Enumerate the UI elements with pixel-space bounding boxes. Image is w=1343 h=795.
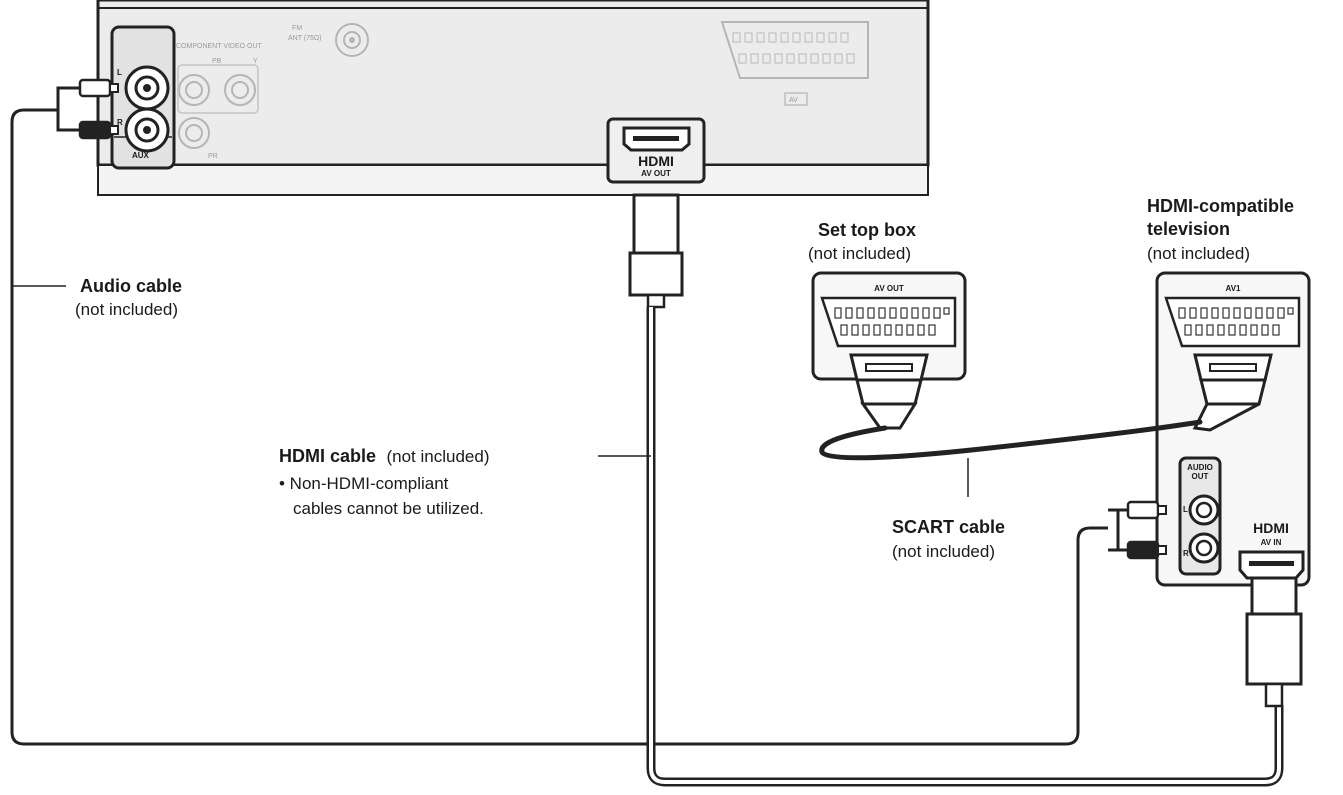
fm-ant-label: ANT (75Ω): [288, 35, 322, 42]
unit-av-label: AV: [789, 97, 798, 104]
fm-antenna-jack: FM ANT (75Ω): [288, 23, 369, 57]
audio-cable: [10, 78, 1167, 746]
hdmi-cable: [598, 193, 1303, 787]
unit-hdmi-av-out-port: HDMI AV OUT: [606, 117, 706, 184]
audio-cable-label: Audio cable (not included): [75, 276, 182, 319]
tv-audio-label-line1: AUDIO: [1187, 463, 1213, 472]
unit-hdmi-av-out-label: AV OUT: [641, 169, 671, 178]
audio-cable-title: Audio cable: [80, 276, 182, 296]
set-top-box: Set top box (not included) AV OUT: [808, 220, 967, 430]
scart-cable-note: (not included): [892, 542, 995, 561]
television: HDMI-compatible television (not included…: [1147, 196, 1311, 587]
tv-hdmi-av-in-label: AV IN: [1261, 538, 1282, 547]
scart-cable: [819, 419, 1203, 497]
tv-audio-out-jacks: AUDIO OUT L R: [1178, 456, 1222, 576]
tv-audio-l-label: L: [1183, 505, 1188, 514]
tv-audio-r-label: R: [1183, 549, 1189, 558]
tv-scart-pins: [1178, 307, 1294, 336]
scart-cable-title: SCART cable: [892, 517, 1005, 537]
audio-cable-note: (not included): [75, 300, 178, 319]
set-top-box-av-out-label: AV OUT: [874, 284, 904, 293]
set-top-box-title: Set top box: [818, 220, 916, 240]
unit-hdmi-logo: HDMI: [638, 153, 674, 169]
component-video-out-jacks: COMPONENT VIDEO OUT PB Y PR: [176, 43, 263, 160]
fm-label: FM: [292, 25, 302, 32]
pr-label: PR: [208, 153, 218, 160]
hdmi-cable-bullet-line2: cables cannot be utilized.: [293, 499, 484, 518]
tv-hdmi-logo: HDMI: [1253, 520, 1289, 536]
hdmi-cable-bullet-line1: • Non-HDMI-compliant: [279, 474, 449, 493]
main-unit: COMPONENT VIDEO OUT PB Y PR FM ANT (75Ω): [96, 0, 930, 196]
television-note: (not included): [1147, 244, 1250, 263]
set-top-box-note: (not included): [808, 244, 911, 263]
hdmi-cable-note: (not included): [386, 447, 489, 466]
pb-label: PB: [212, 58, 222, 65]
television-title-line2: television: [1147, 219, 1230, 239]
aux-label: AUX: [132, 151, 150, 160]
set-top-box-scart-pins: [834, 307, 950, 336]
component-video-out-label: COMPONENT VIDEO OUT: [176, 43, 263, 50]
y-label: Y: [253, 58, 258, 65]
hdmi-cable-title: HDMI cable: [279, 446, 376, 466]
television-title-line1: HDMI-compatible: [1147, 196, 1294, 216]
hdmi-cable-label: HDMI cable (not included) • Non-HDMI-com…: [279, 446, 490, 518]
aux-l-label: L: [117, 68, 122, 77]
unit-av-scart-port: AV: [720, 21, 869, 106]
aux-r-label: R: [117, 118, 123, 127]
hdmi-cable-title-row: HDMI cable (not included): [279, 446, 490, 466]
tv-av1-label: AV1: [1226, 284, 1242, 293]
aux-jacks: L R AUX: [110, 25, 176, 170]
tv-audio-label-line2: OUT: [1192, 472, 1209, 481]
scart-cable-label: SCART cable (not included): [892, 517, 1005, 561]
